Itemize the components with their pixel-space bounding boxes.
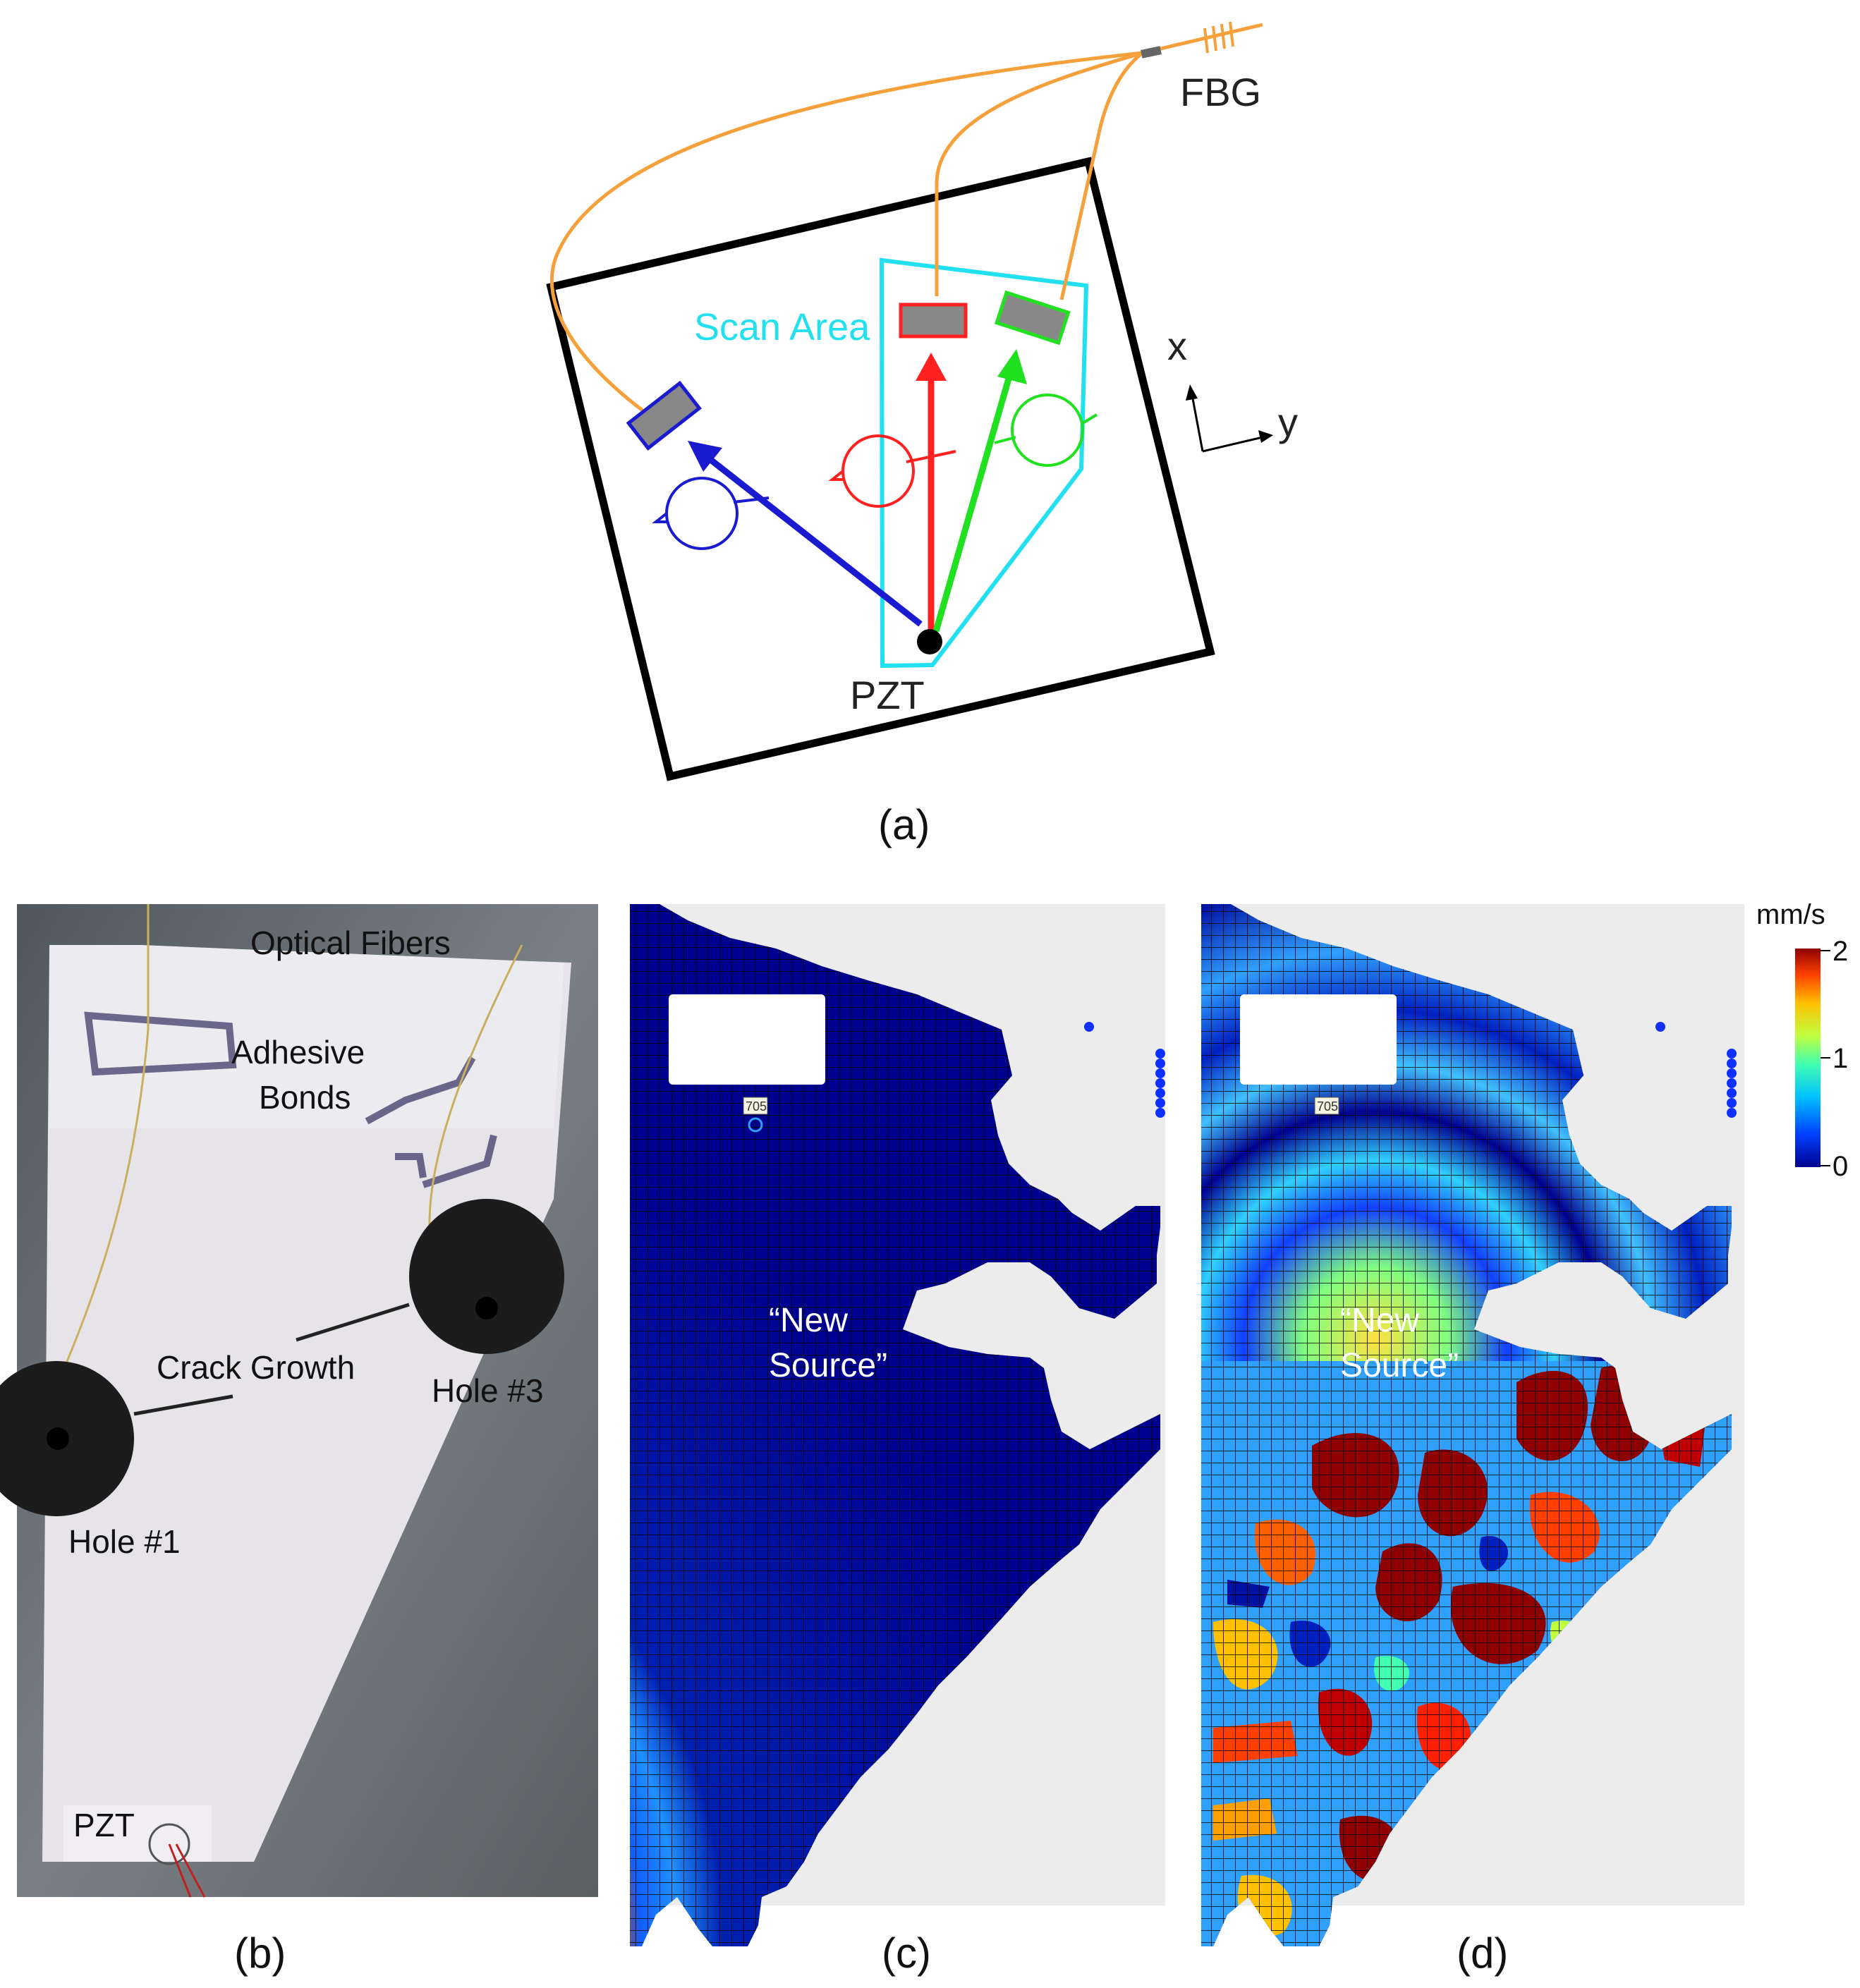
fbg-grating-icon <box>1203 21 1234 54</box>
map-d-cutout <box>1240 994 1397 1085</box>
point-705-label-d: 705 <box>1317 1099 1338 1114</box>
new-source-label-d2: Source” <box>1340 1347 1459 1384</box>
pzt-wires <box>168 1843 206 1898</box>
plate-upper-region <box>49 945 564 1128</box>
panel-a-diagram: FBG Scan Area PZT <box>546 21 1298 848</box>
panel-b-label: (b) <box>234 1929 286 1977</box>
panel-c-velocity-map: 705 “New Source” (c) <box>630 904 1165 1977</box>
point-705-marker <box>748 1117 763 1133</box>
pzt-source-dot <box>917 629 942 654</box>
sensor-green <box>994 290 1071 346</box>
panel-b-photo: Optical Fibers Adhesive Bonds Crack Grow… <box>0 904 598 1977</box>
optical-fiber-paths <box>549 23 1263 425</box>
panel-c-label: (c) <box>882 1929 931 1977</box>
hole3-label: Hole #3 <box>432 1372 544 1409</box>
wave-pattern-blue <box>652 477 770 550</box>
pzt-sensor-icon <box>148 1823 190 1865</box>
sensor-blue <box>626 380 702 451</box>
colorbar-tick-2: 2 <box>1832 936 1848 967</box>
adhesive-bond-marks <box>84 1011 497 1188</box>
xy-axes-icon <box>1186 384 1273 453</box>
panel-a-label: (a) <box>878 801 930 848</box>
adhesive-label: Adhesive <box>231 1034 365 1071</box>
bonds-label: Bonds <box>259 1079 351 1116</box>
colorbar-unit: mm/s <box>1756 899 1825 930</box>
wave-pattern-red <box>828 434 956 508</box>
wave-pattern-green <box>994 394 1098 467</box>
scan-area-label: Scan Area <box>694 306 870 348</box>
point-705-tag <box>743 1097 768 1115</box>
new-source-label-1: “New <box>769 1302 848 1339</box>
map-c-side-dots <box>1084 1022 1165 1118</box>
crack-line-left <box>133 1394 233 1416</box>
new-source-label-d1: “New <box>1340 1302 1419 1339</box>
point-705-tag-d <box>1314 1097 1339 1115</box>
pzt-label: PZT <box>850 673 925 717</box>
map-d-side-dots <box>1655 1022 1737 1118</box>
test-plate <box>42 945 571 1862</box>
plate-outline <box>546 157 1215 781</box>
sensor-red <box>899 303 968 339</box>
point-705-label: 705 <box>746 1099 767 1114</box>
optical-fibers-label: Optical Fibers <box>250 925 451 961</box>
wave-arrow-green <box>932 349 1027 633</box>
crack-growth-label: Crack Growth <box>157 1349 355 1386</box>
hole1-label: Hole #1 <box>68 1523 181 1560</box>
optical-fiber-line-2 <box>428 944 523 1242</box>
colorbar: mm/s 2 1 0 <box>1756 899 1848 1182</box>
colorbar-tick-0: 0 <box>1832 1151 1848 1182</box>
axis-x-label: x <box>1167 324 1187 368</box>
hole-3 <box>409 1199 564 1354</box>
hole-3-center <box>475 1297 498 1319</box>
new-source-label-2: Source” <box>769 1347 887 1384</box>
crack-line-right <box>296 1303 410 1342</box>
panel-d-velocity-map: 705 “New Source” (d) <box>1201 904 1744 1977</box>
hole-1-center <box>47 1427 69 1450</box>
wave-arrow-red <box>916 353 947 635</box>
colorbar-tick-1: 1 <box>1832 1043 1848 1074</box>
optical-fiber-line <box>48 904 150 1404</box>
pzt-photo-label: PZT <box>73 1807 135 1843</box>
wave-arrow-blue <box>688 441 923 627</box>
map-c-cutout <box>669 994 825 1085</box>
panel-d-label: (d) <box>1457 1929 1508 1977</box>
colorbar-gradient <box>1795 949 1821 1167</box>
axis-y-label: y <box>1278 400 1298 444</box>
fbg-label: FBG <box>1180 70 1261 114</box>
